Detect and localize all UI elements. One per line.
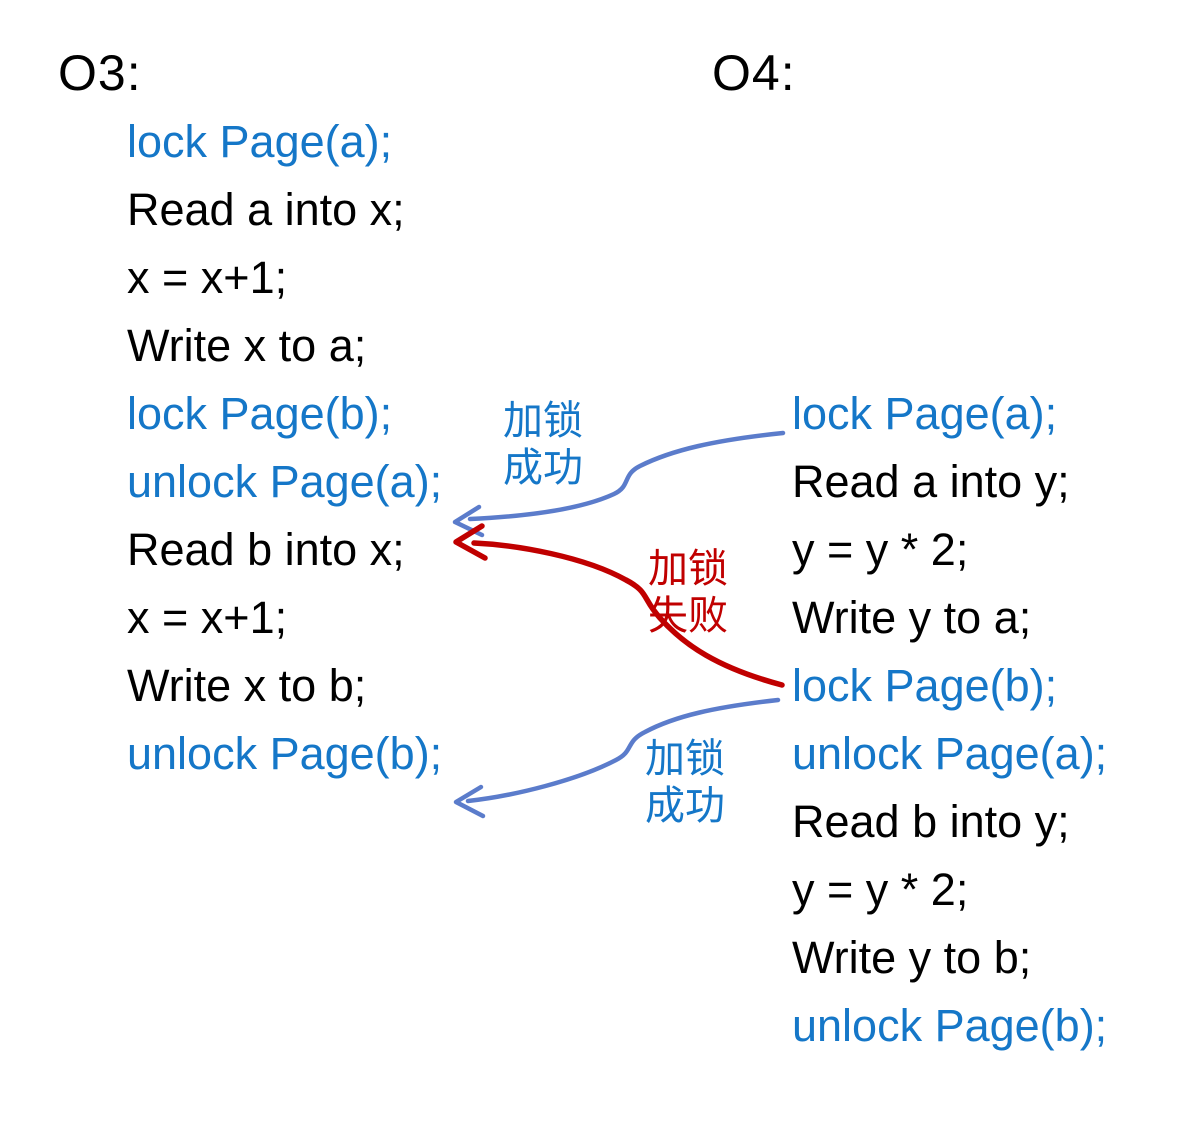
code-line: unlock Page(a);	[127, 456, 443, 507]
lock-success-label-top: 加锁 成功	[503, 398, 583, 492]
lock-success-label-bottom: 加锁 成功	[645, 736, 725, 830]
code-line: unlock Page(b);	[792, 1000, 1108, 1051]
lock-fail-label: 加锁 失败	[648, 546, 728, 640]
code-line: y = y * 2;	[792, 524, 969, 575]
code-line: lock Page(a);	[127, 116, 393, 167]
lock-fail-label-line2: 失败	[648, 594, 728, 638]
code-line: Write x to a;	[127, 320, 367, 371]
lock-fail-arrow	[471, 540, 785, 688]
transaction-o4-code-block: lock Page(a); Read a into y; y = y * 2; Wri…	[792, 380, 1107, 1060]
code-line: Write x to b;	[127, 660, 367, 711]
transaction-o3-title: O3:	[58, 45, 142, 101]
code-line: Write y to b;	[792, 932, 1032, 983]
code-line: Write y to a;	[792, 592, 1032, 643]
lock-success-label-bottom-line2: 成功	[645, 784, 725, 828]
code-line: Read a into y;	[792, 456, 1070, 507]
lock-fail-label-line1: 加锁	[648, 547, 728, 591]
code-line: y = y * 2;	[792, 864, 969, 915]
lock-fail-arrow-head	[453, 523, 488, 561]
lock-success-label-top-line1: 加锁	[503, 399, 583, 443]
code-line: Read b into x;	[127, 524, 405, 575]
code-line: lock Page(a);	[792, 388, 1058, 439]
lock-success-arrow-bottom	[465, 697, 781, 804]
transaction-o3-code-block: lock Page(a); Read a into x; x = x+1; Write…	[127, 108, 442, 788]
code-line: lock Page(b);	[792, 660, 1058, 711]
code-line: Read a into x;	[127, 184, 405, 235]
lock-success-label-top-line2: 成功	[503, 446, 583, 490]
code-line: lock Page(b);	[127, 388, 393, 439]
code-line: x = x+1;	[127, 252, 288, 303]
lock-success-arrow-top-head	[452, 504, 485, 538]
transaction-o4-title: O4:	[712, 45, 796, 101]
code-line: Read b into y;	[792, 796, 1070, 847]
lock-success-arrow-bottom-head	[453, 784, 486, 819]
code-line: unlock Page(a);	[792, 728, 1108, 779]
lock-success-label-bottom-line1: 加锁	[645, 737, 725, 781]
code-line: unlock Page(b);	[127, 728, 443, 779]
code-line: x = x+1;	[127, 592, 288, 643]
